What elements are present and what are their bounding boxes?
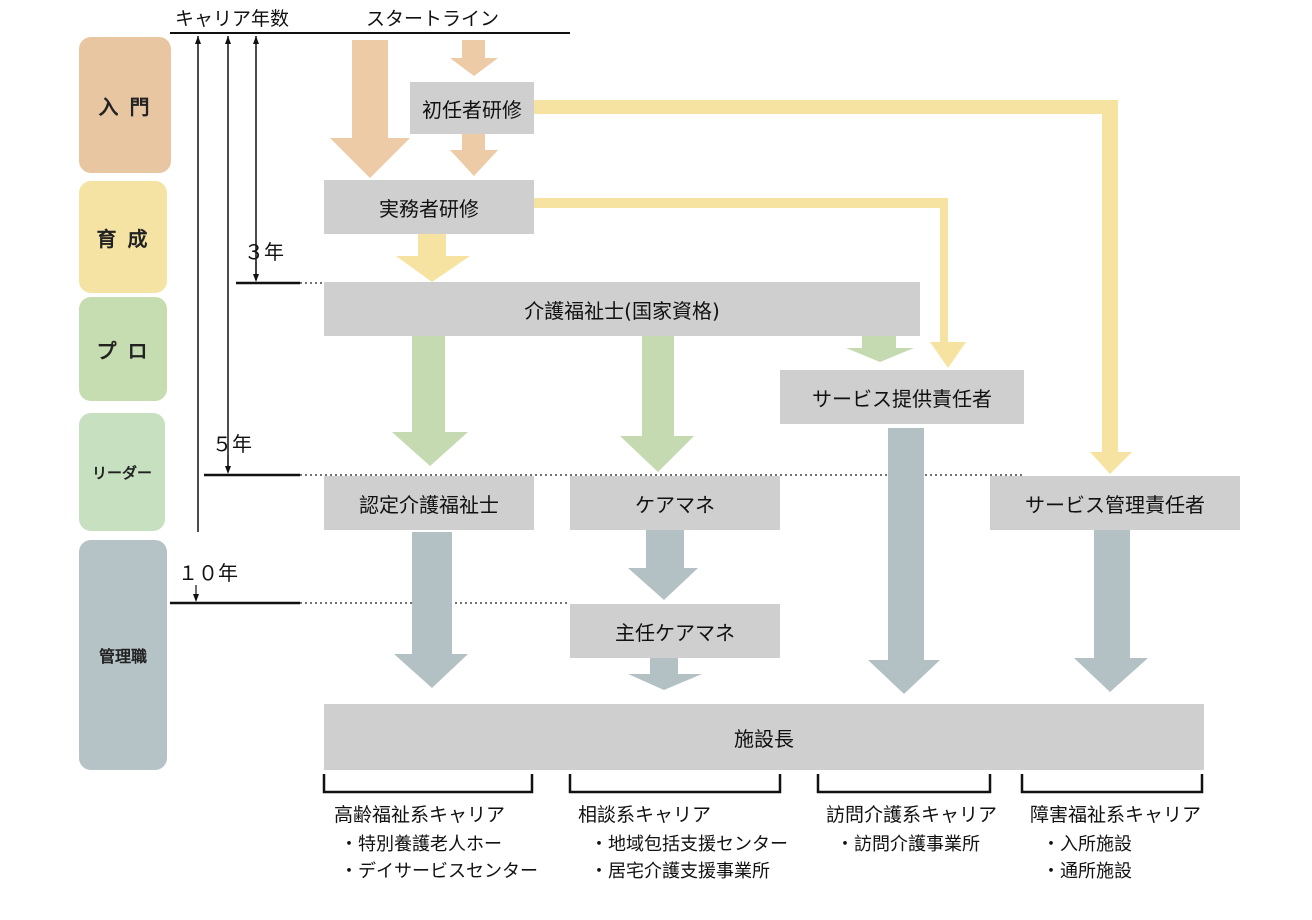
tick-5-head (225, 466, 231, 474)
bracket-koureifukushi (322, 774, 534, 794)
green-arrow-to-nintei (392, 336, 468, 466)
slate-arrow-caremane-to-shunin (628, 530, 698, 600)
career-title-shougaifukushi: 障害福祉系キャリア (1030, 804, 1202, 826)
career-item: ・特別養護老人ホー (340, 834, 502, 855)
slate-arrow-nintei-to-chou (394, 532, 468, 688)
year-3-label: ３年 (244, 240, 284, 264)
career-item: ・デイサービスセンター (340, 861, 538, 882)
slate-arrow-shunin-to-chou (628, 658, 702, 690)
career-item: ・居宅介護支援事業所 (590, 861, 770, 882)
stage-nyumon: 入 門 (79, 37, 171, 173)
year-line-5-arrowhead (225, 36, 231, 44)
green-arrow-to-teikyo (846, 336, 914, 362)
slate-arrow-kanri-to-chou (1074, 530, 1148, 692)
year-10-label: １０年 (178, 561, 238, 585)
career-title-houmonkaigo: 訪問介護系キャリア (826, 804, 998, 826)
yellow-arrow-to-kaigo (396, 234, 470, 282)
career-title-koureifukushi: 高齢福祉系キャリア (334, 804, 506, 826)
tick-10-head (193, 594, 199, 602)
year-line-10-arrowhead (195, 36, 201, 44)
box-shoninsha-kenshu: 初任者研修 (410, 82, 534, 134)
year-5-label: ５年 (212, 432, 252, 456)
box-shunin-caremane: 主任ケアマネ (570, 604, 780, 658)
box-service-kanri-sekininsha: サービス管理責任者 (990, 476, 1240, 530)
year-line-3-arrowhead (253, 36, 259, 44)
box-shisetsucho: 施設長 (324, 704, 1204, 770)
tick-3-head (253, 274, 259, 282)
career-item: ・地域包括支援センター (590, 834, 788, 855)
peach-arrow-to-jitsumu (450, 134, 498, 176)
stage-ikusei: 育 成 (79, 181, 167, 293)
career-title-soudan: 相談系キャリア (578, 804, 712, 826)
career-item: ・入所施設 (1042, 834, 1132, 855)
stage-leader: リーダー (79, 413, 165, 531)
bracket-shougaifukushi (1020, 774, 1204, 794)
box-jitsumusha-kenshu: 実務者研修 (324, 180, 534, 234)
box-caremane: ケアマネ (570, 476, 780, 530)
peach-arrow-main (330, 40, 410, 178)
career-years-label: キャリア年数 (175, 8, 290, 30)
bracket-houmonkaigo (816, 774, 992, 794)
box-service-teikyo-sekininsha: サービス提供責任者 (780, 370, 1024, 424)
stage-kanrishoku: 管理職 (79, 540, 167, 770)
bracket-soudan (568, 774, 782, 794)
green-arrow-to-caremane (620, 336, 694, 472)
peach-arrow-start (450, 40, 498, 76)
stage-pro: プ ロ (79, 297, 167, 401)
start-line-label: スタートライン (366, 8, 500, 30)
box-kaigofukushishi: 介護福祉士(国家資格) (324, 282, 920, 336)
career-item: ・訪問介護事業所 (836, 834, 980, 855)
box-nintei-kaigofukushishi: 認定介護福祉士 (324, 476, 534, 530)
career-item: ・通所施設 (1042, 861, 1132, 882)
slate-arrow-teikyo-to-chou (868, 428, 940, 694)
